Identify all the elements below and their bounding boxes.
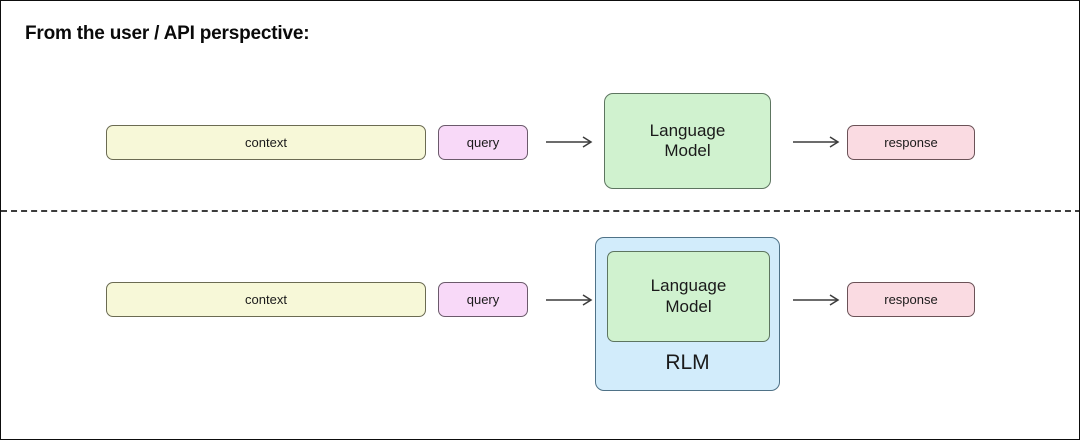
language-model-box-bottom[interactable]: Language Model: [607, 251, 770, 342]
response-box-bottom[interactable]: response: [847, 282, 975, 317]
context-box-top[interactable]: context: [106, 125, 426, 160]
arrow-rlm-to-response-bottom: [793, 294, 840, 306]
query-label-top: query: [466, 134, 500, 150]
arrow-query-to-rlm-bottom: [546, 294, 593, 306]
page-title: From the user / API perspective:: [25, 23, 310, 44]
response-label-bottom: response: [884, 291, 938, 307]
rlm-label: RLM: [665, 351, 710, 374]
arrow-query-to-model-top: [546, 136, 593, 148]
rlm-box[interactable]: Language Model RLM: [595, 237, 780, 391]
context-label-bottom: context: [245, 291, 287, 307]
language-model-line2-bottom: Model: [665, 296, 712, 316]
language-model-label-bottom: Language Model: [651, 276, 727, 317]
language-model-line1-bottom: Language: [650, 276, 727, 296]
language-model-box-top[interactable]: Language Model: [604, 93, 771, 189]
response-label-top: response: [884, 134, 938, 150]
context-box-bottom[interactable]: context: [106, 282, 426, 317]
language-model-line2-top: Model: [664, 141, 711, 160]
context-label-top: context: [245, 134, 287, 150]
section-divider: [1, 210, 1079, 212]
language-model-label-top: Language Model: [650, 121, 726, 162]
language-model-line1-top: Language: [649, 120, 726, 140]
query-box-top[interactable]: query: [438, 125, 528, 160]
query-box-bottom[interactable]: query: [438, 282, 528, 317]
arrow-model-to-response-top: [793, 136, 840, 148]
query-label-bottom: query: [466, 291, 500, 307]
response-box-top[interactable]: response: [847, 125, 975, 160]
